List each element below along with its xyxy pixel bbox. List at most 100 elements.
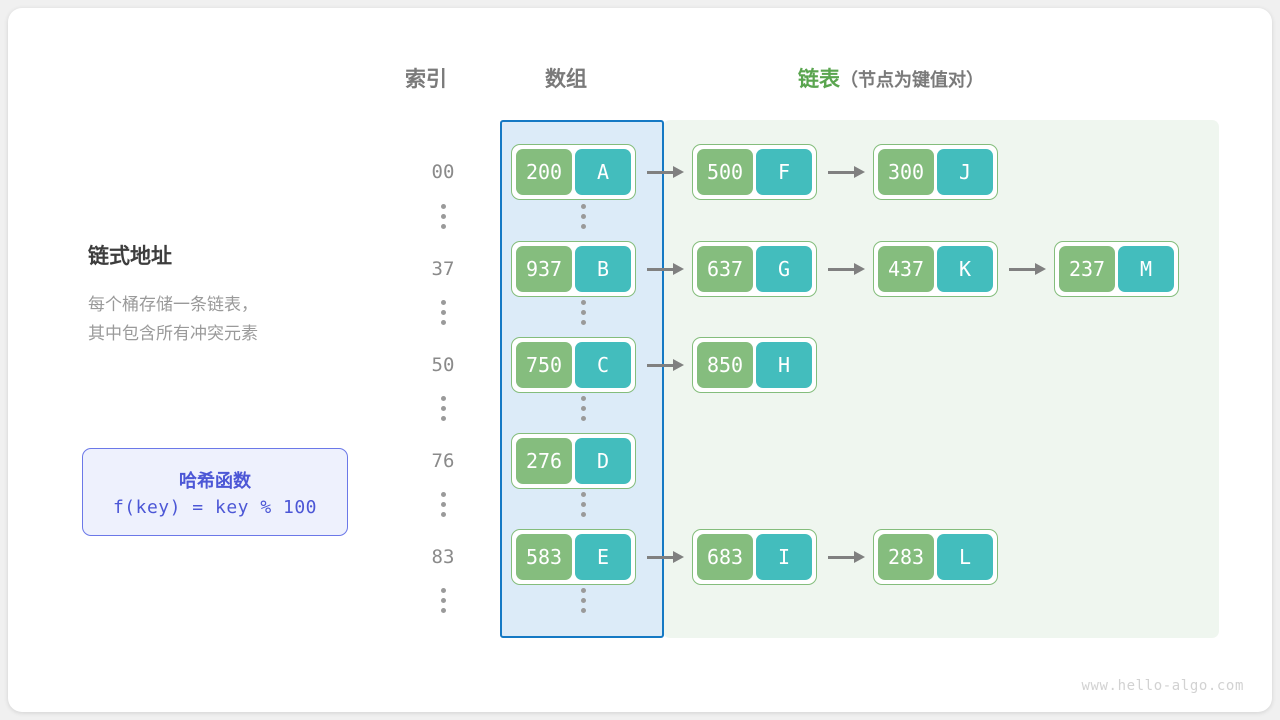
node-value: F: [756, 149, 812, 195]
ellipsis-dot: [580, 502, 586, 507]
column-header-linked-list-sub: （节点为键值对）: [840, 70, 984, 90]
index-label: 50: [431, 354, 455, 376]
node-value: M: [1118, 246, 1174, 292]
hash-function-title: 哈希函数: [179, 470, 251, 491]
chain-arrow: [647, 551, 684, 563]
hash-function-formula: f(key) = key % 100: [112, 496, 318, 518]
index-ellipsis: [433, 396, 453, 421]
ellipsis-dot: [580, 214, 586, 219]
chain-arrow: [828, 551, 865, 563]
ellipsis-dot: [440, 512, 446, 517]
diagram-canvas: 索引 数组 链表（节点为键值对） 链式地址 每个桶存储一条链表， 其中包含所有冲…: [8, 8, 1272, 712]
array-ellipsis: [573, 204, 593, 229]
ellipsis-dot: [440, 310, 446, 315]
column-header-index: 索引: [405, 68, 447, 91]
ellipsis-dot: [580, 396, 586, 401]
column-header-linked-list: 链表（节点为键值对）: [798, 63, 984, 93]
arrow-shaft: [647, 170, 673, 174]
array-ellipsis: [573, 300, 593, 325]
arrow-shaft: [1009, 267, 1035, 271]
arrow-head: [673, 263, 684, 275]
arrow-shaft: [647, 363, 673, 367]
chain-arrow: [647, 359, 684, 371]
node-key: 683: [697, 534, 753, 580]
ellipsis-dot: [580, 204, 586, 209]
arrow-shaft: [647, 555, 673, 559]
ellipsis-dot: [440, 224, 446, 229]
node-key: 750: [516, 342, 572, 388]
column-header-linked-list-main: 链表: [798, 68, 840, 91]
index-ellipsis: [433, 588, 453, 613]
ellipsis-dot: [440, 204, 446, 209]
node-value: D: [575, 438, 631, 484]
ellipsis-dot: [440, 320, 446, 325]
section-description-line-1: 每个桶存储一条链表，: [88, 295, 258, 314]
node-key: 437: [878, 246, 934, 292]
ellipsis-dot: [580, 300, 586, 305]
arrow-head: [854, 166, 865, 178]
node-value: L: [937, 534, 993, 580]
ellipsis-dot: [580, 492, 586, 497]
node-value: B: [575, 246, 631, 292]
node-value: I: [756, 534, 812, 580]
array-ellipsis: [573, 588, 593, 613]
node-key: 276: [516, 438, 572, 484]
node-key: 937: [516, 246, 572, 292]
ellipsis-dot: [580, 588, 586, 593]
index-label: 00: [431, 161, 455, 183]
node-value: C: [575, 342, 631, 388]
index-label: 83: [431, 546, 455, 568]
ellipsis-dot: [440, 406, 446, 411]
ellipsis-dot: [580, 310, 586, 315]
section-title: 链式地址: [88, 245, 172, 268]
arrow-head: [673, 551, 684, 563]
arrow-shaft: [828, 555, 854, 559]
section-description-line-2: 其中包含所有冲突元素: [88, 324, 258, 343]
chain-arrow: [1009, 263, 1046, 275]
node-key: 583: [516, 534, 572, 580]
node-key: 237: [1059, 246, 1115, 292]
column-header-array: 数组: [545, 68, 587, 91]
index-ellipsis: [433, 492, 453, 517]
arrow-head: [673, 359, 684, 371]
index-ellipsis: [433, 204, 453, 229]
node-value: G: [756, 246, 812, 292]
ellipsis-dot: [440, 214, 446, 219]
arrow-head: [854, 551, 865, 563]
ellipsis-dot: [580, 608, 586, 613]
arrow-shaft: [828, 170, 854, 174]
node-key: 850: [697, 342, 753, 388]
ellipsis-dot: [440, 598, 446, 603]
node-value: J: [937, 149, 993, 195]
ellipsis-dot: [580, 416, 586, 421]
arrow-shaft: [647, 267, 673, 271]
ellipsis-dot: [440, 300, 446, 305]
chain-arrow: [828, 166, 865, 178]
node-key: 637: [697, 246, 753, 292]
arrow-head: [673, 166, 684, 178]
node-value: A: [575, 149, 631, 195]
node-key: 200: [516, 149, 572, 195]
watermark: www.hello-algo.com: [1081, 678, 1244, 694]
ellipsis-dot: [580, 598, 586, 603]
ellipsis-dot: [580, 320, 586, 325]
node-key: 300: [878, 149, 934, 195]
section-description: 每个桶存储一条链表， 其中包含所有冲突元素: [88, 290, 258, 348]
ellipsis-dot: [440, 608, 446, 613]
arrow-head: [1035, 263, 1046, 275]
ellipsis-dot: [580, 224, 586, 229]
ellipsis-dot: [440, 492, 446, 497]
index-label: 37: [431, 258, 455, 280]
ellipsis-dot: [440, 416, 446, 421]
node-value: E: [575, 534, 631, 580]
